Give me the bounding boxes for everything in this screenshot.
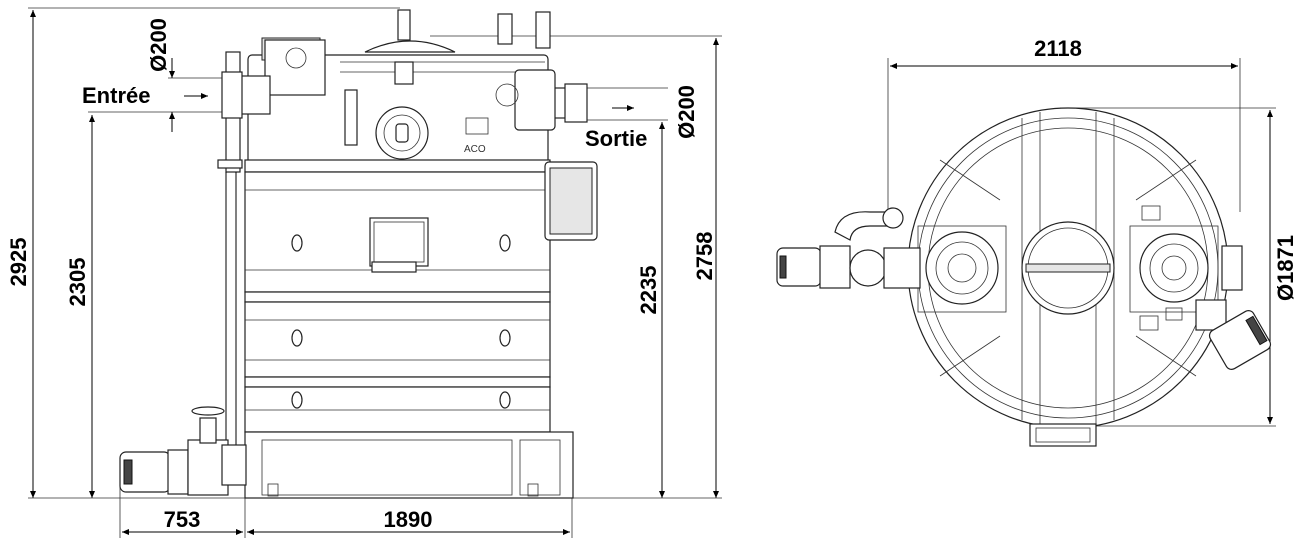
flow-labels: Entrée Sortie [82, 83, 647, 151]
outlet-label: Sortie [585, 126, 647, 151]
side-view: ACO [6, 7, 722, 538]
dim-left-width: 753 [164, 507, 201, 532]
dim-total-height: 2925 [6, 238, 31, 287]
brand-label: ACO [464, 144, 486, 155]
inlet-label: Entrée [82, 83, 150, 108]
dim-outlet-diameter: Ø200 [674, 85, 699, 139]
dim-top-height: 2758 [692, 232, 717, 281]
dimension-texts: 2925 2305 Ø200 2235 Ø200 2758 753 1890 [6, 18, 717, 532]
dim-inlet-height: 2305 [65, 258, 90, 307]
tank-side-body: ACO [119, 9, 598, 499]
dim-outlet-height: 2235 [636, 266, 661, 315]
top-view: 2118 Ø1871 [776, 36, 1298, 447]
dim-inlet-diameter: Ø200 [146, 18, 171, 72]
dim-top-width: 2118 [1034, 36, 1082, 61]
dim-tank-width: 1890 [384, 507, 433, 532]
tank-top-body [776, 107, 1272, 447]
dim-top-diameter: Ø1871 [1273, 235, 1298, 301]
